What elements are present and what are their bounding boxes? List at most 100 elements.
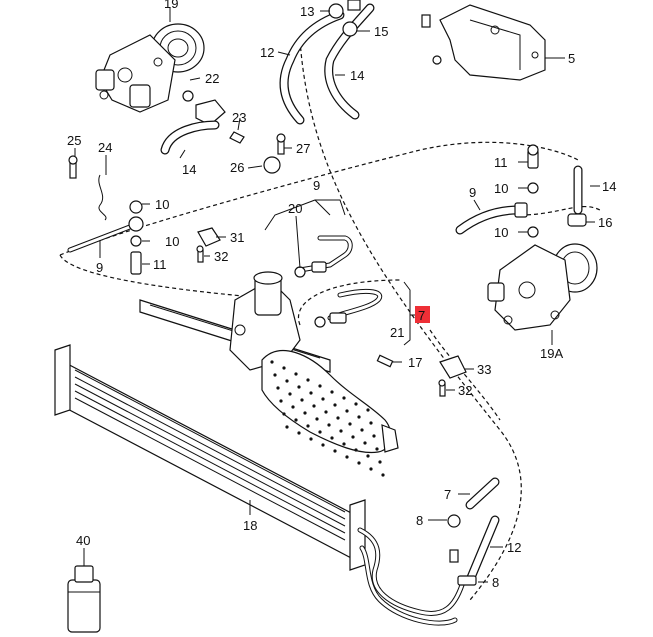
callout-9-right: 9: [469, 185, 476, 200]
cooler-fin-line: [74, 383, 346, 527]
cooler-pipes: [357, 527, 465, 626]
boot-texture-dot: [345, 409, 349, 413]
callout-24: 24: [98, 140, 112, 155]
callout-19: 19: [164, 0, 178, 11]
boot-texture-dot: [276, 386, 280, 390]
boot-texture-dot: [309, 391, 313, 395]
callout-8-a: 8: [416, 513, 423, 528]
center-pipe-9: [294, 235, 353, 278]
boot-texture-dot: [285, 425, 289, 429]
boot-texture-dot: [282, 412, 286, 416]
callout-14-left: 14: [182, 162, 196, 177]
callout-32-right: 32: [458, 383, 472, 398]
upper-hoses: [279, 0, 375, 125]
boot-texture-dot: [270, 360, 274, 364]
cooler-fin-line: [74, 376, 346, 520]
lower-hoses: [447, 477, 500, 586]
boot-texture-dot: [366, 454, 370, 458]
boot-texture-dot: [372, 434, 376, 438]
boot-texture-dot: [369, 467, 373, 471]
clip-33-bolt-32-17: [376, 354, 467, 397]
boot-texture-dot: [357, 415, 361, 419]
rack-boot: [261, 350, 399, 477]
boot-texture-dot: [378, 460, 382, 464]
boot-texture-dot: [366, 408, 370, 412]
boot-texture-dot: [354, 448, 358, 452]
callout-23: 23: [232, 110, 246, 125]
callout-25: 25: [67, 133, 81, 148]
boot-texture-dot: [375, 447, 379, 451]
callout-22: 22: [205, 71, 219, 86]
callout-26: 26: [230, 160, 244, 175]
boot-texture-dot: [282, 366, 286, 370]
mounting-bracket: [421, 4, 546, 81]
callout-11-right: 11: [494, 155, 508, 170]
boot-texture-dot: [306, 378, 310, 382]
boot-texture-dot: [321, 397, 325, 401]
boot-texture-dot: [309, 437, 313, 441]
boot-texture-dot: [342, 442, 346, 446]
callout-7-low: 7: [444, 487, 451, 502]
power-steering-pump: [95, 23, 205, 113]
callout-32-left: 32: [214, 249, 228, 264]
callout-15: 15: [374, 24, 388, 39]
boot-texture-dot: [333, 449, 337, 453]
boot-texture-dot: [354, 402, 358, 406]
boot-texture-dot: [342, 396, 346, 400]
boot-texture-dot: [285, 379, 289, 383]
boot-texture-dot: [327, 423, 331, 427]
clip-31-bolt-32: [196, 227, 221, 263]
callout-27: 27: [296, 141, 310, 156]
boot-texture-dot: [348, 422, 352, 426]
callout-21: 21: [390, 325, 404, 340]
boot-texture-dot: [300, 398, 304, 402]
callout-8-b: 8: [492, 575, 499, 590]
boot-texture-dot: [297, 385, 301, 389]
callout-13: 13: [300, 4, 314, 19]
boot-texture-dot: [312, 404, 316, 408]
boot-texture-dot: [273, 373, 277, 377]
boot-texture-dot: [303, 411, 307, 415]
boot-texture-dot: [369, 421, 373, 425]
callout-12-top: 12: [260, 45, 274, 60]
highlight-box-7: [415, 306, 430, 323]
right-hose-9: [455, 202, 528, 235]
callout-10-l1: 10: [155, 197, 169, 212]
boot-texture-dot: [294, 418, 298, 422]
callout-14-right: 14: [602, 179, 616, 194]
boot-texture-dot: [315, 417, 319, 421]
callout-33: 33: [477, 362, 491, 377]
leader-lines: [74, 8, 600, 583]
cooler-fin-line: [74, 397, 346, 541]
boot-texture-dot: [297, 431, 301, 435]
callout-31: 31: [230, 230, 244, 245]
boot-texture-dot: [288, 392, 292, 396]
callout-5: 5: [568, 51, 575, 66]
boot-texture-dot: [345, 455, 349, 459]
callout-20: 20: [288, 201, 302, 216]
power-steering-pump-19a: [487, 243, 598, 345]
boot-texture-dot: [324, 410, 328, 414]
boot-texture-dot: [339, 429, 343, 433]
boot-texture-dot: [330, 390, 334, 394]
callout-18: 18: [243, 518, 257, 533]
boot-texture-dot: [363, 441, 367, 445]
boot-texture-dot: [333, 403, 337, 407]
left-clip-assembly: [67, 155, 144, 275]
boot-texture-dot: [381, 473, 385, 477]
callout-10-r2: 10: [494, 225, 508, 240]
cooler-fin-line: [74, 390, 346, 534]
callout-16: 16: [598, 215, 612, 230]
boot-texture-dot: [294, 372, 298, 376]
return-pipe-7-21: [314, 281, 411, 346]
boot-texture-dot: [291, 405, 295, 409]
callout-17: 17: [408, 355, 422, 370]
callout-10-l2: 10: [165, 234, 179, 249]
callout-19a: 19A: [540, 346, 563, 361]
callout-12-low: 12: [507, 540, 521, 555]
callout-9-mid: 9: [313, 178, 320, 193]
callout-7-highlighted[interactable]: 7: [418, 308, 425, 323]
boot-texture-dot: [336, 416, 340, 420]
